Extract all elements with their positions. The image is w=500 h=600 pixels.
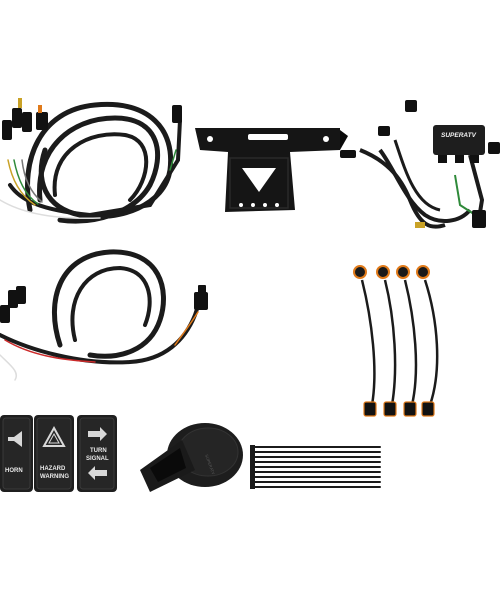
switch-label-warning: WARNING — [40, 474, 69, 480]
horn-icon — [8, 431, 22, 447]
light-pigtail-2 — [376, 265, 397, 417]
rocker-switch-turn-signal: TURN SIGNAL — [77, 415, 117, 492]
controller-brand-label: SUPERATV — [441, 132, 477, 139]
zip-ties — [250, 445, 381, 489]
harness-connectors-top-left — [2, 98, 182, 140]
switch-label-hazard: HAZARD — [40, 466, 66, 472]
hazard-triangle-icon — [42, 425, 66, 447]
light-pigtail-1 — [353, 265, 377, 417]
light-pigtail-3 — [396, 265, 418, 417]
rear-wiring-harness — [0, 249, 202, 381]
light-pigtail-set — [353, 265, 439, 417]
switch-label-signal: SIGNAL — [86, 456, 109, 462]
front-wiring-harness — [0, 101, 182, 224]
turn-signal-controller: SUPERATV — [340, 100, 500, 229]
switch-label-horn: HORN — [5, 468, 23, 474]
light-pigtail-4 — [416, 265, 439, 417]
mounting-bracket — [195, 128, 348, 212]
horn: SUPERATV — [140, 423, 243, 492]
rocker-switch-horn: HORN — [0, 415, 33, 492]
arrows-icon — [88, 427, 107, 480]
switch-label-turn: TURN — [90, 448, 107, 454]
rocker-switch-hazard: HAZARD WARNING — [34, 415, 74, 492]
harness-connectors-middle-left — [0, 285, 208, 323]
